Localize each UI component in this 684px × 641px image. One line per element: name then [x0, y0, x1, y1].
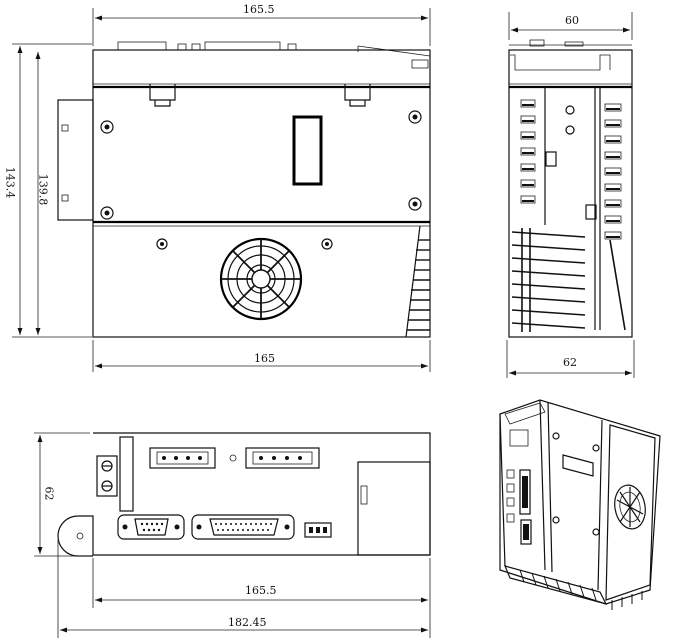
- terminal-block: [96, 455, 118, 497]
- dim-front-bottom-width: 165: [254, 352, 275, 365]
- front-label-window: [292, 115, 323, 186]
- bottom-dimensions: [34, 432, 431, 638]
- front-heatsink: [405, 225, 430, 338]
- db25-connector: [191, 514, 295, 540]
- side-view: [508, 39, 633, 338]
- small-connector: [304, 522, 332, 538]
- front-side-bracket: [57, 99, 94, 221]
- dim-front-top-width: 165.5: [243, 3, 275, 16]
- dim-front-total-height: 143.4: [3, 166, 17, 199]
- dim-bottom-total-width: 182.45: [228, 616, 267, 629]
- dim-bottom-width: 165.5: [245, 584, 277, 597]
- iso-fan-icon: [614, 484, 646, 530]
- side-dimensions: [506, 12, 635, 378]
- isometric-view: [499, 399, 661, 610]
- front-top-connectors: [93, 41, 431, 69]
- dim-bottom-height: 62: [42, 486, 56, 501]
- bottom-view: [57, 432, 431, 557]
- front-view: [57, 41, 431, 338]
- db9-connector: [117, 514, 185, 540]
- bottom-right-bay: [357, 461, 431, 556]
- dim-side-top-width: 60: [565, 14, 579, 27]
- side-left-slots: [520, 99, 536, 204]
- side-body: [508, 49, 633, 338]
- bottom-body: [57, 432, 431, 557]
- dim-front-inner-height: 139.8: [36, 173, 50, 206]
- connector-right: [245, 447, 320, 469]
- front-screws: [100, 110, 422, 250]
- side-heatsink-fins: [511, 228, 626, 332]
- iso-heatsink: [503, 565, 643, 610]
- side-right-slots: [604, 103, 622, 240]
- dim-side-bottom-width: 62: [563, 356, 577, 369]
- front-dimensions: [12, 8, 431, 372]
- iso-connectors: [506, 469, 532, 545]
- front-clips: [149, 84, 371, 107]
- fan-icon: [219, 237, 303, 321]
- connector-left: [149, 447, 216, 469]
